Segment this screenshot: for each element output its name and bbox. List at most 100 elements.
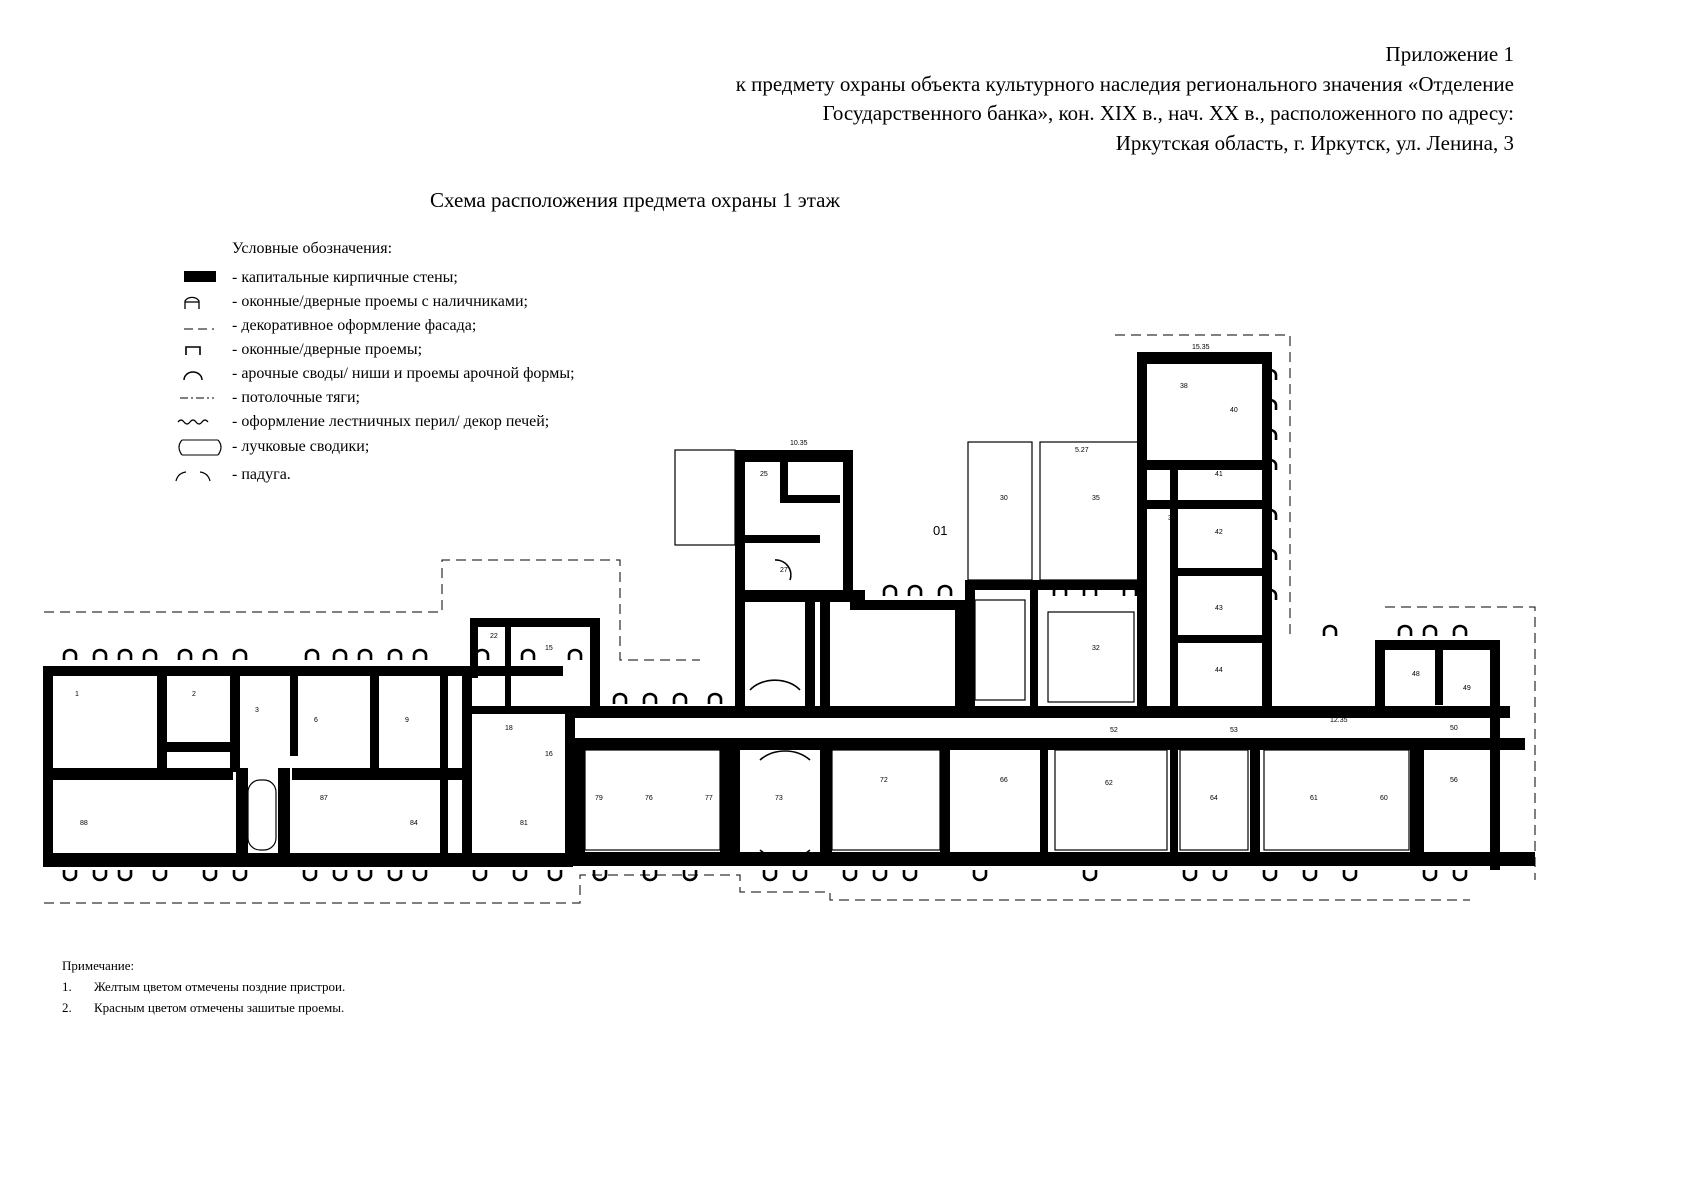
window-opening bbox=[1422, 624, 1438, 636]
room-labels: 1 2 3 6 9 15 16 18 22 23 25 27 30 35 32 … bbox=[75, 344, 1471, 827]
legend-item-facade-decor: - декоративное оформление фасада; bbox=[160, 315, 720, 337]
window-openings: (function(){ var g = document.currentScr… bbox=[62, 368, 1468, 882]
window-opening bbox=[1452, 624, 1468, 636]
interior-outlines bbox=[247, 441, 1410, 851]
window-opening bbox=[177, 648, 193, 660]
legend-item-walls: - капитальные кирпичные стены; bbox=[160, 267, 720, 289]
note-item: 2.Красным цветом отмечены зашитые проемы… bbox=[62, 997, 345, 1018]
room-label: 56 bbox=[1450, 777, 1458, 784]
notes: Примечание: 1.Желтым цветом отмечены поз… bbox=[62, 955, 345, 1018]
window-opening bbox=[62, 870, 78, 882]
legend-item-railings-decor: - оформление лестничных перил/ декор печ… bbox=[160, 411, 720, 433]
window-opening bbox=[642, 870, 658, 882]
room-label: 2 bbox=[192, 691, 196, 698]
room-label: 87 bbox=[320, 795, 328, 802]
note-text: Красным цветом отмечены зашитые проемы. bbox=[94, 1000, 345, 1015]
window-opening bbox=[672, 692, 688, 704]
legend-item-text: - капитальные кирпичные стены; bbox=[232, 269, 458, 286]
legend-item-text: - оконные/дверные проемы с наличниками; bbox=[232, 293, 528, 310]
window-opening bbox=[92, 648, 108, 660]
window-opening bbox=[142, 648, 158, 660]
legend-item-text: - арочные своды/ ниши и проемы арочной ф… bbox=[232, 365, 575, 382]
window-opening bbox=[332, 870, 348, 882]
window-opening bbox=[62, 648, 78, 660]
legend-item-ceiling-cornices: - потолочные тяги; bbox=[160, 387, 720, 409]
padug-icon bbox=[175, 471, 211, 482]
dimension-label: 12.35 bbox=[1330, 717, 1348, 724]
window-opening bbox=[1182, 870, 1198, 882]
arched-vaults bbox=[749, 559, 811, 860]
window-opening bbox=[1082, 870, 1098, 882]
window-opening bbox=[332, 648, 348, 660]
room-label: 88 bbox=[80, 820, 88, 827]
room-label: 18 bbox=[505, 725, 513, 732]
room-label: 50 bbox=[1450, 725, 1458, 732]
room-label: 73 bbox=[775, 795, 783, 802]
window-opening bbox=[567, 648, 583, 660]
room-label: 40 bbox=[1230, 407, 1238, 414]
legend-item-text: - оконные/дверные проемы; bbox=[232, 341, 423, 358]
window-opening bbox=[1342, 870, 1358, 882]
window-opening bbox=[520, 648, 536, 660]
room-label: 22 bbox=[490, 633, 498, 640]
window-opening bbox=[202, 870, 218, 882]
window-opening bbox=[1302, 870, 1318, 882]
legend-item-padug: - падуга. bbox=[160, 464, 720, 486]
window-opening bbox=[972, 870, 988, 882]
dimension-label: 5.27 bbox=[1075, 447, 1089, 454]
legend-item-text: - потолочные тяги; bbox=[232, 389, 360, 406]
window-opening bbox=[707, 692, 723, 704]
room-label: 64 bbox=[1210, 795, 1218, 802]
window-opening bbox=[1262, 458, 1278, 470]
room-label: 60 bbox=[1380, 795, 1388, 802]
note-text: Желтым цветом отмечены поздние пристрои. bbox=[94, 979, 346, 994]
window-opening bbox=[1262, 548, 1278, 560]
room-label: 41 bbox=[1215, 471, 1223, 478]
room-label: 1 bbox=[75, 691, 79, 698]
facade-decor-outline bbox=[44, 334, 1536, 904]
window-opening bbox=[412, 870, 428, 882]
room-label: 52 bbox=[1110, 727, 1118, 734]
room-label: 67 bbox=[1040, 777, 1048, 784]
header-line-1: Приложение 1 bbox=[1385, 42, 1514, 66]
framed-opening-icon bbox=[184, 296, 200, 309]
room-label: 30 bbox=[1000, 495, 1008, 502]
solid-wall-icon bbox=[184, 271, 216, 282]
window-opening bbox=[232, 648, 248, 660]
room-label: 48 bbox=[1412, 671, 1420, 678]
room-label: 16 bbox=[545, 751, 553, 758]
window-opening bbox=[1122, 584, 1138, 596]
legend-item-openings: - оконные/дверные проемы; bbox=[160, 339, 720, 361]
window-opening bbox=[304, 648, 320, 660]
room-label: 77 bbox=[705, 795, 713, 802]
window-opening bbox=[642, 692, 658, 704]
window-opening bbox=[357, 648, 373, 660]
window-opening bbox=[1262, 428, 1278, 440]
window-opening bbox=[902, 870, 918, 882]
window-opening bbox=[1262, 398, 1278, 410]
window-opening bbox=[882, 584, 898, 596]
arch-icon bbox=[183, 371, 203, 381]
room-label: 27 bbox=[780, 567, 788, 574]
room-label: 84 bbox=[410, 820, 418, 827]
window-opening bbox=[1422, 870, 1438, 882]
room-label: 44 bbox=[1215, 667, 1223, 674]
room-label: 49 bbox=[1463, 685, 1471, 692]
room-label: 42 bbox=[1215, 529, 1223, 536]
room-label: 23 bbox=[490, 671, 498, 678]
room-label: 66 bbox=[1000, 777, 1008, 784]
window-opening bbox=[1082, 584, 1098, 596]
room-label: 81 bbox=[520, 820, 528, 827]
dash-dot-line-icon bbox=[180, 397, 214, 399]
room-label: 43 bbox=[1215, 605, 1223, 612]
window-opening bbox=[1052, 584, 1068, 596]
window-opening bbox=[907, 584, 923, 596]
window-opening bbox=[1322, 624, 1338, 636]
scheme-title: Схема расположения предмета охраны 1 эта… bbox=[429, 188, 841, 212]
opening-icon bbox=[185, 346, 201, 355]
room-label: 15 bbox=[545, 645, 553, 652]
window-opening bbox=[1262, 368, 1278, 380]
window-opening bbox=[872, 870, 888, 882]
segmental-vault-icon bbox=[178, 439, 222, 456]
legend-item-arches: - арочные своды/ ниши и проемы арочной ф… bbox=[160, 363, 720, 385]
